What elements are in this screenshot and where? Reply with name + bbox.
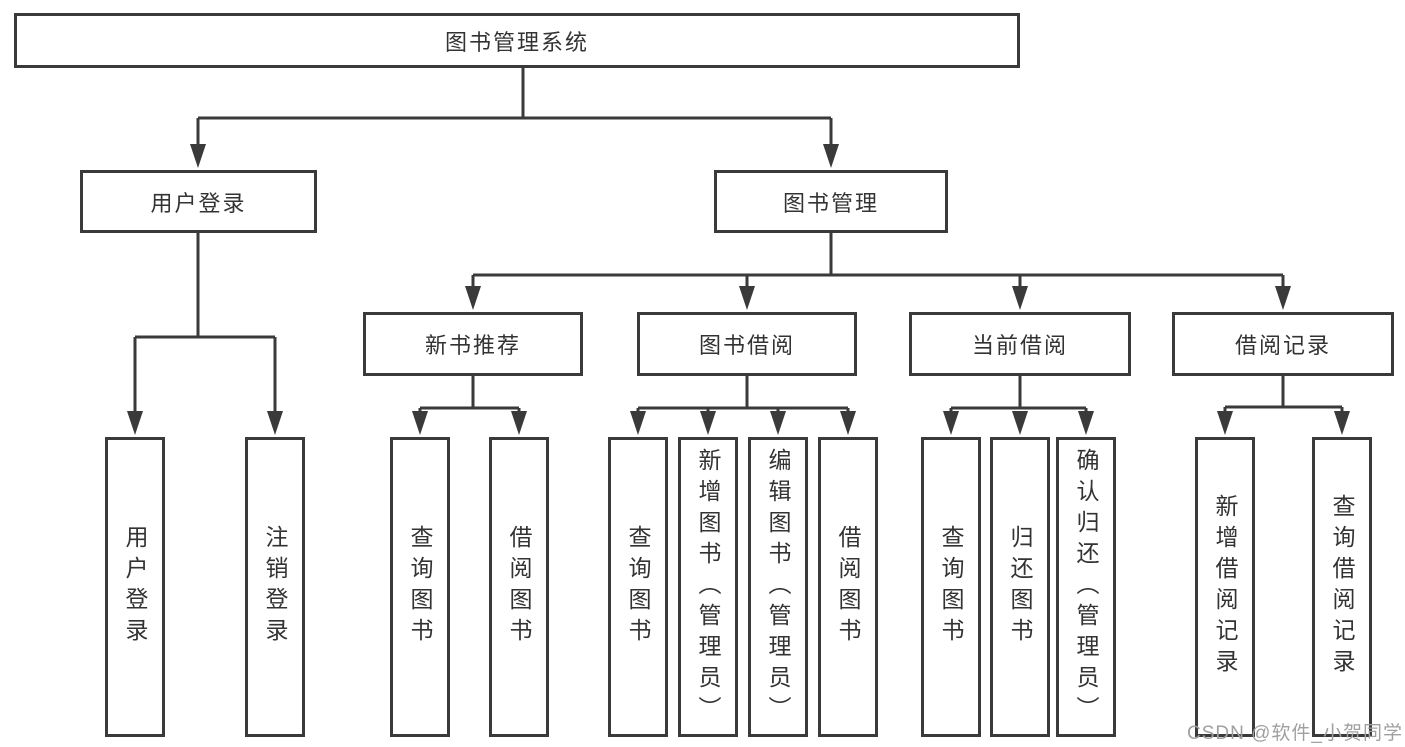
node-current-borrow: 当前借阅 bbox=[909, 312, 1131, 376]
leaf-user-login-label: 用户登录 bbox=[122, 525, 148, 649]
leaf-user-login: 用户登录 bbox=[105, 437, 165, 737]
leaf-confirm-return-admin-label: 确认归还（管理员） bbox=[1073, 447, 1099, 727]
leaf-add-books-admin-label: 新增图书（管理员） bbox=[695, 447, 721, 727]
leaf-logout-login-label: 注销登录 bbox=[262, 525, 288, 649]
leaf-confirm-return-admin: 确认归还（管理员） bbox=[1056, 437, 1116, 737]
leaf-return-books-label: 归还图书 bbox=[1007, 525, 1033, 649]
leaf-query-books-current-label: 查询图书 bbox=[938, 525, 964, 649]
node-book-borrow: 图书借阅 bbox=[637, 312, 857, 376]
leaf-query-books-recommend-label: 查询图书 bbox=[407, 525, 433, 649]
leaf-borrow-books-recommend-label: 借阅图书 bbox=[506, 525, 532, 649]
node-new-book-recommend: 新书推荐 bbox=[363, 312, 583, 376]
leaf-query-borrow-record-label: 查询借阅记录 bbox=[1329, 494, 1355, 680]
leaf-logout-login: 注销登录 bbox=[245, 437, 305, 737]
leaf-add-borrow-record: 新增借阅记录 bbox=[1195, 437, 1255, 737]
leaf-add-books-admin: 新增图书（管理员） bbox=[678, 437, 738, 737]
leaf-add-borrow-record-label: 新增借阅记录 bbox=[1212, 494, 1238, 680]
csdn-watermark: CSDN @软件_小贺同学 bbox=[1187, 723, 1403, 744]
leaf-edit-books-admin: 编辑图书（管理员） bbox=[748, 437, 808, 737]
node-book-management: 图书管理 bbox=[714, 170, 948, 233]
node-user-login: 用户登录 bbox=[80, 170, 317, 233]
node-borrow-record: 借阅记录 bbox=[1172, 312, 1394, 376]
leaf-query-books-borrow: 查询图书 bbox=[608, 437, 668, 737]
leaf-query-books-current: 查询图书 bbox=[921, 437, 981, 737]
leaf-query-borrow-record: 查询借阅记录 bbox=[1312, 437, 1372, 737]
node-library-management-system: 图书管理系统 bbox=[14, 13, 1020, 68]
leaf-return-books: 归还图书 bbox=[990, 437, 1050, 737]
leaf-borrow-books-recommend: 借阅图书 bbox=[489, 437, 549, 737]
leaf-borrow-books-label: 借阅图书 bbox=[835, 525, 861, 649]
leaf-query-books-borrow-label: 查询图书 bbox=[625, 525, 651, 649]
leaf-query-books-recommend: 查询图书 bbox=[390, 437, 450, 737]
leaf-edit-books-admin-label: 编辑图书（管理员） bbox=[765, 447, 791, 727]
leaf-borrow-books: 借阅图书 bbox=[818, 437, 878, 737]
